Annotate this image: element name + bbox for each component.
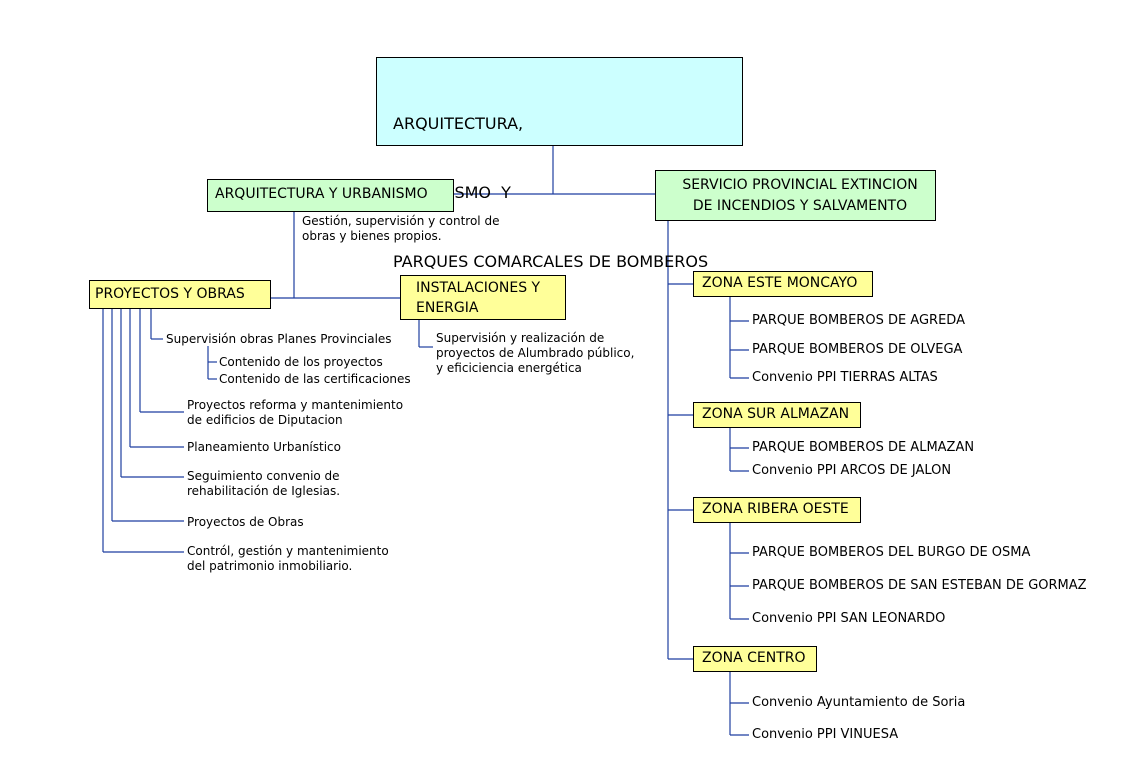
proyectos-item: Planeamiento Urbanístico [187, 440, 341, 454]
proyectos-supervision: Supervisión obras Planes Provinciales [166, 332, 392, 346]
instalaciones-description: Supervisión y realización de proyectos d… [436, 331, 635, 375]
proyectos-item: Seguimiento convenio de rehabilitación d… [187, 469, 341, 498]
zone-item: PARQUE BOMBEROS DE AGREDA [752, 313, 965, 328]
zone-item: Convenio PPI VINUESA [752, 727, 899, 742]
arquitectura-urbanismo-node: ARQUITECTURA Y URBANISMO [207, 179, 454, 212]
proyectos-sub-item: Contenido de los proyectos [219, 355, 383, 369]
zone-item: PARQUE BOMBEROS DE ALMAZAN [752, 440, 975, 455]
instalaciones-energia-node: INSTALACIONES Y ENERGIA [400, 275, 566, 320]
root-node: ARQUITECTURA, URBANISMO Y PARQUES COMARC… [376, 57, 743, 271]
zone-item: Convenio PPI TIERRAS ALTAS [752, 370, 938, 385]
zona-este-moncayo-node: ZONA ESTE MONCAYO [693, 271, 873, 297]
arquitectura-description: Gestión, supervisión y control de obras … [302, 214, 500, 243]
servicio-extincion-node: SERVICIO PROVINCIAL EXTINCION DE INCENDI… [655, 170, 936, 221]
zona-ribera-oeste-node: ZONA RIBERA OESTE [693, 497, 861, 523]
proyectos-item: Contról, gestión y mantenimiento del pat… [187, 544, 389, 573]
root-title-line-1: ARQUITECTURA, [393, 114, 524, 133]
proyectos-item: Proyectos reforma y mantenimiento de edi… [187, 398, 404, 427]
zona-centro-node: ZONA CENTRO [693, 646, 817, 672]
zone-item: Convenio PPI SAN LEONARDO [752, 611, 946, 626]
proyectos-obras-node: PROYECTOS Y OBRAS [89, 280, 271, 309]
proyectos-sub-item: Contenido de las certificaciones [219, 372, 411, 386]
zone-item: Convenio Ayuntamiento de Soria [752, 695, 966, 710]
zona-sur-almazan-node: ZONA SUR ALMAZAN [693, 402, 861, 428]
zone-item: PARQUE BOMBEROS DE OLVEGA [752, 342, 963, 357]
root-title-line-3: PARQUES COMARCALES DE BOMBEROS [393, 252, 709, 271]
zone-item: PARQUE BOMBEROS DEL BURGO DE OSMA [752, 545, 1031, 560]
proyectos-item: Proyectos de Obras [187, 515, 304, 529]
zone-item: PARQUE BOMBEROS DE SAN ESTEBAN DE GORMAZ [752, 578, 1087, 593]
zone-item: Convenio PPI ARCOS DE JALON [752, 463, 952, 478]
